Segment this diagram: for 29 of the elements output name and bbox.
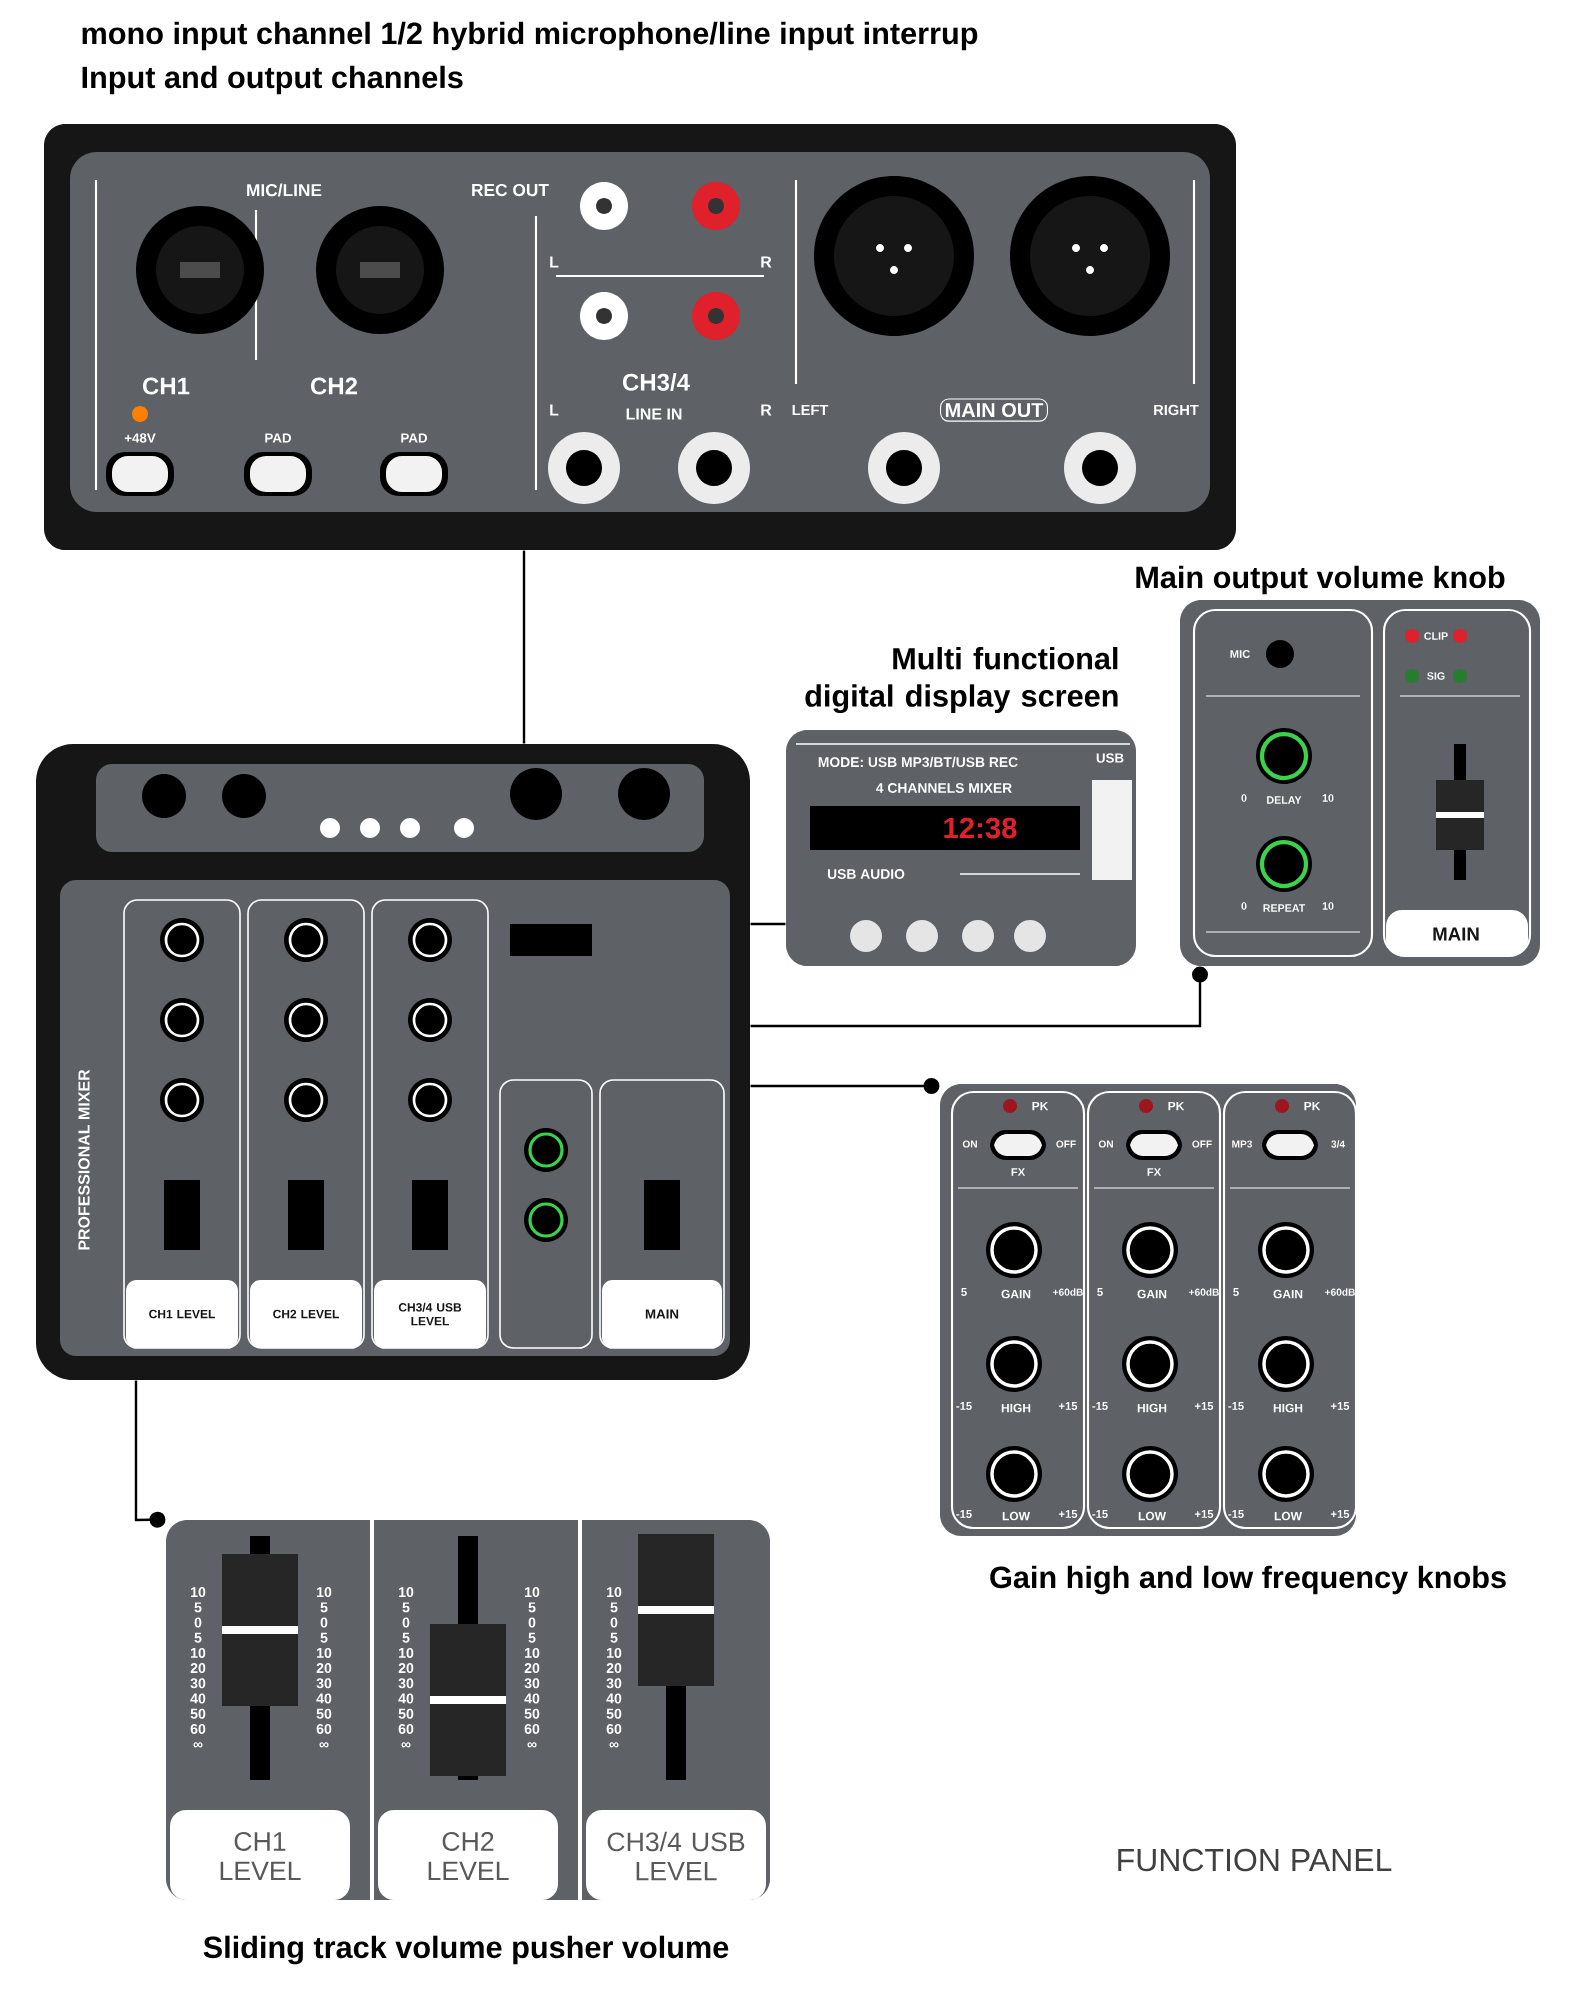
panel-label: MAIN OUT <box>940 398 1048 422</box>
channel-level-label: CH3/4 USB LEVEL <box>607 1831 745 1881</box>
channel-level-label: CH2 LEVEL <box>428 1832 509 1880</box>
panel-label: R <box>761 404 772 416</box>
leader-line <box>134 1380 166 1528</box>
heading: Main output volume knob <box>1136 565 1505 595</box>
leader-line <box>750 922 786 926</box>
panel-label: MIC/LINE <box>247 183 322 197</box>
heading: Multi functional digital display screen <box>805 647 1118 714</box>
panel-label: R <box>761 256 772 268</box>
leader-line <box>750 966 1208 1028</box>
panel-label: PROFESSIONAL MIXER <box>78 1069 90 1250</box>
channel-level-label: CH1 LEVEL <box>220 1832 301 1880</box>
panel-label: LINE IN <box>626 408 682 420</box>
heading: Input and output channels <box>82 65 463 95</box>
panel-label: L <box>550 404 559 416</box>
heading: Sliding track volume pusher volume <box>203 1935 729 1965</box>
panel-label: CH1 <box>143 377 190 395</box>
panel-label: CH3/4 <box>623 373 690 391</box>
panel-label: L <box>550 256 559 268</box>
panel-title: FUNCTION PANEL <box>1118 1848 1392 1872</box>
display-digits: 12:38 <box>944 817 1017 839</box>
heading: Gain high and low frequency knobs <box>990 1565 1506 1595</box>
leader-line <box>522 550 526 744</box>
panel-label: REC OUT <box>472 183 549 197</box>
leader-line <box>750 1078 940 1094</box>
panel-label: CH2 <box>311 377 358 395</box>
panel-label: MAIN <box>1433 927 1479 941</box>
heading: mono input channel 1/2 hybrid microphone/line input interrup <box>82 21 978 51</box>
